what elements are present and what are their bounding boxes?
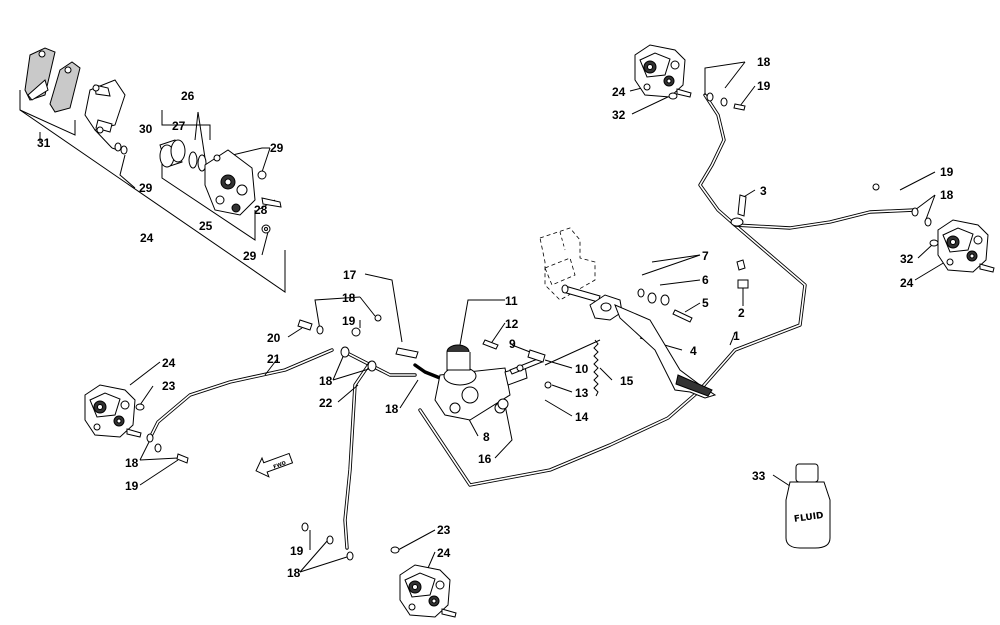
callout-18-g: 18	[287, 566, 301, 580]
callout-27: 27	[172, 119, 186, 133]
caliper-front-left	[84, 384, 189, 464]
callout-labels: 1 2 3 4 5 6 7 8 9 10 11 12 13 14 15 16 1…	[37, 55, 954, 580]
callout-24-e: 24	[140, 231, 154, 245]
callout-21: 21	[267, 352, 281, 366]
callout-24-a: 24	[612, 85, 626, 99]
push-rod-parts	[497, 339, 601, 410]
bottle-label: FLUID	[793, 511, 824, 525]
piston-27	[159, 139, 186, 168]
callout-29-c: 29	[243, 249, 257, 263]
callout-16: 16	[478, 452, 492, 466]
caliper-body-25	[204, 149, 256, 216]
callout-32-a: 32	[612, 108, 626, 122]
callout-18-e: 18	[385, 402, 399, 416]
callout-17: 17	[343, 268, 357, 282]
callout-24-d: 24	[437, 546, 451, 560]
callout-15: 15	[620, 374, 634, 388]
callout-18-d: 18	[319, 374, 333, 388]
leader-lines	[39, 61, 946, 576]
callout-24-c: 24	[162, 356, 176, 370]
callout-26: 26	[181, 89, 195, 103]
callout-13: 13	[575, 386, 589, 400]
callout-29-b: 29	[139, 181, 153, 195]
bleeder-28	[261, 197, 282, 208]
callout-2: 2	[738, 306, 745, 320]
callout-8: 8	[483, 430, 490, 444]
callout-10: 10	[575, 362, 589, 376]
callout-12: 12	[505, 317, 519, 331]
caliper-front-right	[634, 44, 746, 111]
brake-lines	[148, 93, 917, 550]
mount-bracket	[539, 227, 601, 303]
caliper-rear-left	[301, 522, 457, 618]
callout-9: 9	[509, 337, 516, 351]
callout-7: 7	[702, 249, 709, 263]
callout-6: 6	[702, 273, 709, 287]
callout-23-b: 23	[437, 523, 451, 537]
callout-19-b: 19	[940, 165, 954, 179]
callout-32-b: 32	[900, 252, 914, 266]
forward-arrow	[255, 452, 294, 478]
callout-25: 25	[199, 219, 213, 233]
return-spring-15	[593, 339, 599, 397]
callout-5: 5	[702, 296, 709, 310]
brake-pedal-4	[589, 288, 717, 399]
brake-pad-inner	[49, 61, 81, 113]
callout-19-d: 19	[125, 479, 139, 493]
seals-26	[188, 151, 207, 172]
callout-19-c: 19	[342, 314, 356, 328]
callout-33: 33	[752, 469, 766, 483]
callout-18-c: 18	[342, 291, 356, 305]
callout-28: 28	[254, 203, 268, 217]
caliper-bracket	[84, 79, 126, 134]
callout-23-a: 23	[162, 379, 176, 393]
callout-18-b: 18	[940, 188, 954, 202]
callout-1: 1	[733, 329, 740, 343]
callout-14: 14	[575, 410, 589, 424]
callout-24-b: 24	[900, 276, 914, 290]
forward-label: FWD	[273, 460, 287, 470]
callout-19-e: 19	[290, 544, 304, 558]
callout-22: 22	[319, 396, 333, 410]
left-fittings	[297, 314, 419, 372]
callout-31: 31	[37, 136, 51, 150]
callout-30: 30	[139, 122, 153, 136]
junction-fitting	[730, 194, 749, 289]
caliper-rear-right	[872, 183, 995, 273]
exploded-caliper-assembly	[24, 47, 282, 234]
callout-18-f: 18	[125, 456, 139, 470]
callout-20: 20	[267, 331, 281, 345]
pins-29	[213, 154, 267, 180]
callout-19-a: 19	[757, 79, 771, 93]
callout-18-a: 18	[757, 55, 771, 69]
brake-pad-outer	[24, 47, 56, 101]
callout-29-a: 29	[270, 141, 284, 155]
washers-29	[114, 142, 271, 234]
callout-11: 11	[505, 294, 518, 308]
brake-fluid-bottle	[785, 463, 831, 549]
master-cylinder	[434, 339, 528, 421]
callout-3: 3	[760, 184, 767, 198]
callout-4: 4	[690, 344, 697, 358]
